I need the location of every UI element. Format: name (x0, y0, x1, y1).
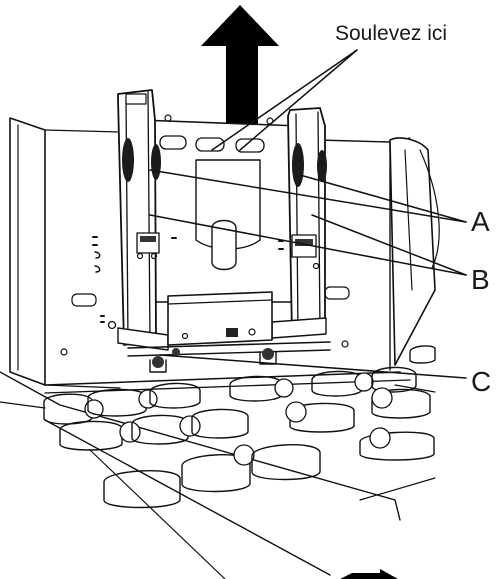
callout-b: B (471, 264, 490, 295)
roller-row-3 (103, 427, 435, 509)
housing (9, 117, 440, 394)
roller (59, 420, 141, 451)
bottom-arrow-icon (340, 569, 398, 579)
roller (285, 401, 355, 433)
lift-here-label: Soulevez ici (335, 22, 447, 45)
roller (103, 470, 181, 509)
roller (359, 427, 435, 461)
callout-c: C (471, 366, 491, 397)
roller (311, 370, 374, 397)
roller (87, 388, 158, 417)
roller (251, 444, 321, 481)
roller (229, 375, 294, 402)
base-latch-bar (127, 341, 331, 373)
roller (43, 393, 104, 425)
carriage-track (0, 371, 436, 579)
roller (409, 345, 436, 364)
right-column (271, 107, 327, 339)
roller (181, 444, 255, 493)
roller (371, 387, 431, 419)
lift-arrow-icon (201, 5, 279, 126)
roller-row-1 (43, 345, 436, 425)
roller (191, 408, 249, 439)
back-plate (92, 114, 301, 323)
roller (131, 414, 201, 445)
leader-lines (149, 49, 467, 379)
roller-row-2 (59, 387, 431, 451)
center-module (167, 291, 273, 346)
roller (149, 382, 201, 409)
left-column (107, 89, 169, 351)
callout-a: A (471, 206, 490, 237)
